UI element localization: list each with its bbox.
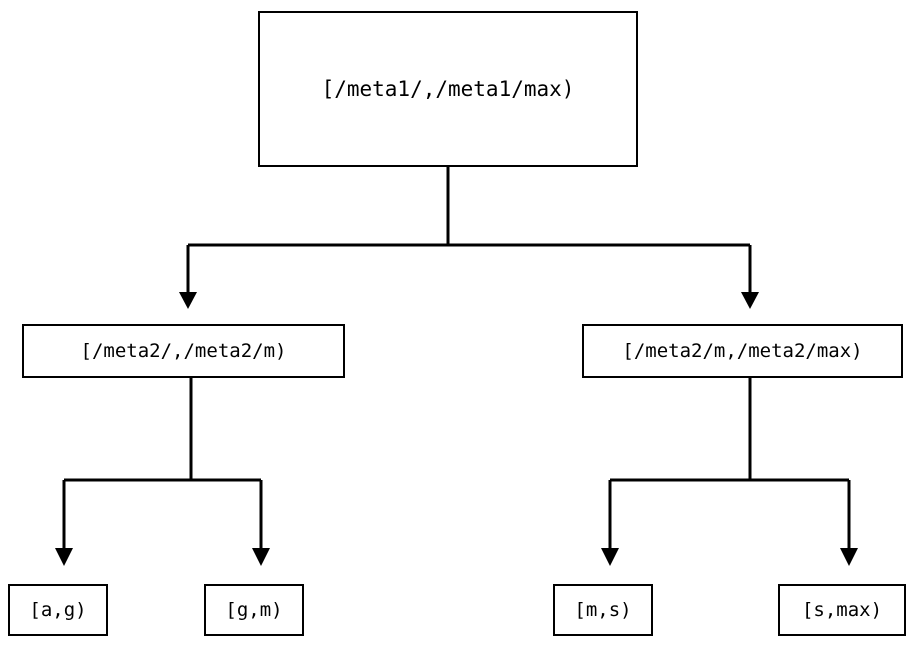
node-mid-left: [/meta2/,/meta2/m) bbox=[22, 324, 345, 378]
arrowhead-leaf-ag-icon bbox=[55, 548, 73, 566]
node-root: [/meta1/,/meta1/max) bbox=[258, 11, 638, 167]
arrowhead-mid-left-icon bbox=[179, 292, 197, 309]
arrowhead-mid-right-icon bbox=[741, 292, 759, 309]
node-leaf-gm: [g,m) bbox=[204, 584, 304, 636]
node-mid-right: [/meta2/m,/meta2/max) bbox=[582, 324, 903, 378]
arrowhead-leaf-smax-icon bbox=[840, 548, 858, 566]
arrowhead-leaf-gm-icon bbox=[252, 548, 270, 566]
node-leaf-ms: [m,s) bbox=[553, 584, 653, 636]
arrowhead-leaf-ms-icon bbox=[601, 548, 619, 566]
node-leaf-smax: [s,max) bbox=[778, 584, 906, 636]
node-leaf-ag: [a,g) bbox=[8, 584, 108, 636]
